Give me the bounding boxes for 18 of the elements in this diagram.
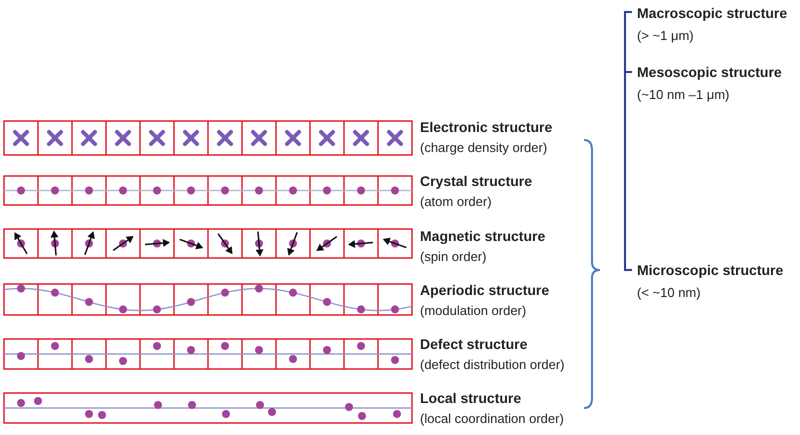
structure-heading: Electronic structure — [420, 119, 552, 135]
scale-description: (charge density order) — [420, 140, 548, 156]
structure-heading: Crystal structure — [420, 173, 532, 189]
structure-heading: Macroscopic structure — [637, 5, 788, 21]
scale-description: (~10 nm –1 μm) — [637, 87, 730, 103]
structure-heading: Microscopic structure — [637, 262, 784, 278]
structure-heading: Local structure — [420, 390, 522, 406]
scale-description: (> ~1 μm) — [637, 28, 694, 44]
scale-description: (local coordination order) — [420, 411, 564, 427]
scale-description: (modulation order) — [420, 303, 526, 319]
structure-heading: Magnetic structure — [420, 228, 546, 244]
scale-description: (spin order) — [420, 249, 486, 265]
structure-heading: Mesoscopic structure — [637, 64, 782, 80]
structure-heading: Defect structure — [420, 336, 528, 352]
scale-description: (atom order) — [420, 194, 492, 210]
scale-description: (defect distribution order) — [420, 357, 565, 373]
scale-description: (< ~10 nm) — [637, 285, 701, 301]
structure-heading: Aperiodic structure — [420, 282, 550, 298]
